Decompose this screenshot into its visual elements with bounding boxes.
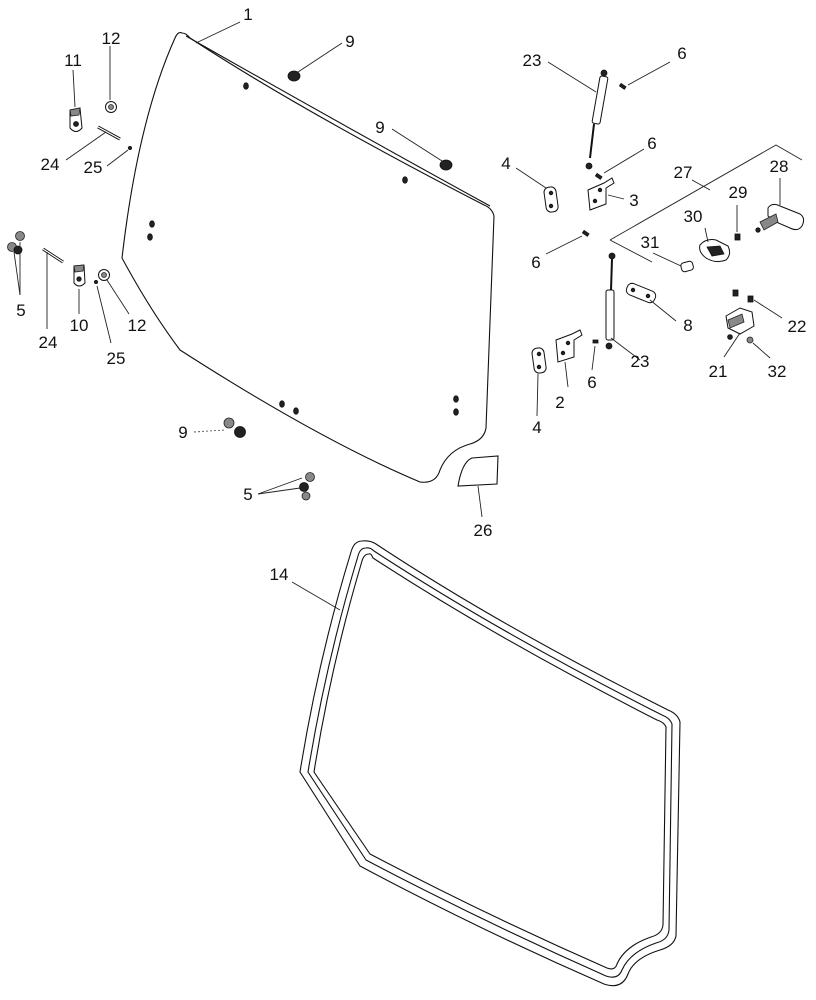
callout-3: 3 — [629, 191, 638, 210]
callout-22: 22 — [788, 317, 807, 336]
callout-5: 5 — [243, 485, 252, 504]
callout-4: 4 — [532, 418, 541, 437]
hinge-clip-11 — [69, 107, 83, 132]
callout-labels: 1 11 12 24 25 9 9 5 24 10 12 25 9 5 26 1… — [16, 5, 806, 584]
callout-2: 2 — [555, 393, 564, 412]
windshield-seal — [299, 540, 681, 987]
spacer-31 — [680, 260, 694, 273]
callout-23: 23 — [631, 352, 650, 371]
callout-24: 24 — [41, 155, 60, 174]
nut-5-left — [7, 231, 25, 255]
hinge-clip-10 — [73, 264, 86, 287]
screw-22 — [732, 289, 754, 303]
plate-4-upper — [543, 186, 559, 213]
bracket-3 — [587, 177, 615, 211]
callout-14: 14 — [270, 565, 289, 584]
callout-9: 9 — [345, 32, 354, 51]
washer-12-top — [105, 101, 117, 113]
callout-1: 1 — [243, 5, 252, 24]
callout-29: 29 — [729, 183, 748, 202]
callout-12: 12 — [102, 29, 121, 48]
handle-group-frame-27 — [609, 144, 803, 263]
callout-10: 10 — [70, 316, 89, 335]
callout-28: 28 — [770, 157, 789, 176]
gas-strut-23-upper — [585, 69, 609, 170]
nut-5-lower — [299, 472, 315, 501]
screw-29 — [734, 233, 741, 241]
bezel-30 — [699, 239, 731, 263]
callout-6: 6 — [677, 44, 686, 63]
callout-25: 25 — [107, 349, 126, 368]
callout-9: 9 — [375, 118, 384, 137]
callout-25: 25 — [84, 158, 103, 177]
washer-12-left — [98, 269, 110, 281]
callout-9: 9 — [178, 423, 187, 442]
callout-24: 24 — [39, 333, 58, 352]
callout-27: 27 — [674, 163, 693, 182]
callout-21: 21 — [709, 362, 728, 381]
screw-6 — [581, 82, 627, 344]
callout-4: 4 — [501, 154, 510, 173]
callout-5: 5 — [16, 301, 25, 320]
latch-21 — [725, 307, 755, 340]
gas-strut-23-lower — [605, 252, 616, 350]
leader-lines — [13, 21, 783, 611]
callout-31: 31 — [641, 233, 660, 252]
callout-6: 6 — [587, 373, 596, 392]
callout-12: 12 — [128, 316, 147, 335]
trim-piece-26 — [457, 455, 499, 487]
callout-6: 6 — [531, 253, 540, 272]
callout-23: 23 — [523, 51, 542, 70]
callout-26: 26 — [474, 521, 493, 540]
bracket-2 — [555, 329, 583, 363]
callout-8: 8 — [683, 316, 692, 335]
plate-4-lower — [531, 347, 547, 374]
callout-30: 30 — [684, 207, 703, 226]
plate-8 — [625, 282, 657, 304]
callout-11: 11 — [64, 51, 82, 70]
pin-clip-25-top — [127, 145, 132, 150]
windshield-glass — [121, 32, 495, 483]
washer-32 — [746, 336, 754, 344]
handle-28 — [755, 203, 805, 233]
callout-6: 6 — [647, 134, 656, 153]
pin-clip-25-left — [94, 279, 99, 284]
pin-24-left — [42, 247, 64, 264]
pin-24-top — [97, 125, 121, 141]
grommet-9-lower — [223, 417, 246, 438]
callout-32: 32 — [768, 362, 787, 381]
